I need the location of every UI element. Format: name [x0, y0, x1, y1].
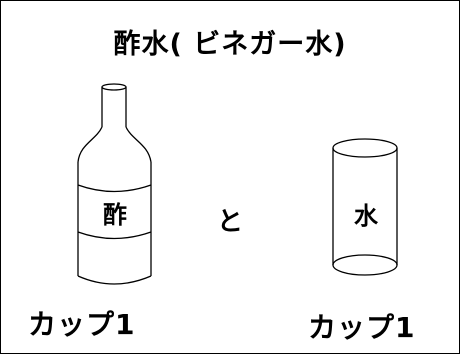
connector-label: と [216, 207, 243, 237]
glass-label: 水 [354, 202, 378, 230]
glass-base [332, 254, 398, 276]
glass-rim [332, 138, 398, 158]
water-glass [332, 138, 398, 276]
glass-amount: カップ1 [308, 311, 416, 344]
bottle-label: 酢 [103, 201, 127, 229]
bottle-label-band-bottom [77, 231, 152, 240]
vinegar-bottle [77, 83, 152, 285]
bottle-label-band-top [77, 184, 152, 193]
bottle-mouth [101, 83, 127, 91]
diagram-title: 酢水( ビネガー水) [113, 29, 347, 60]
bottle-amount: カップ1 [28, 308, 136, 341]
